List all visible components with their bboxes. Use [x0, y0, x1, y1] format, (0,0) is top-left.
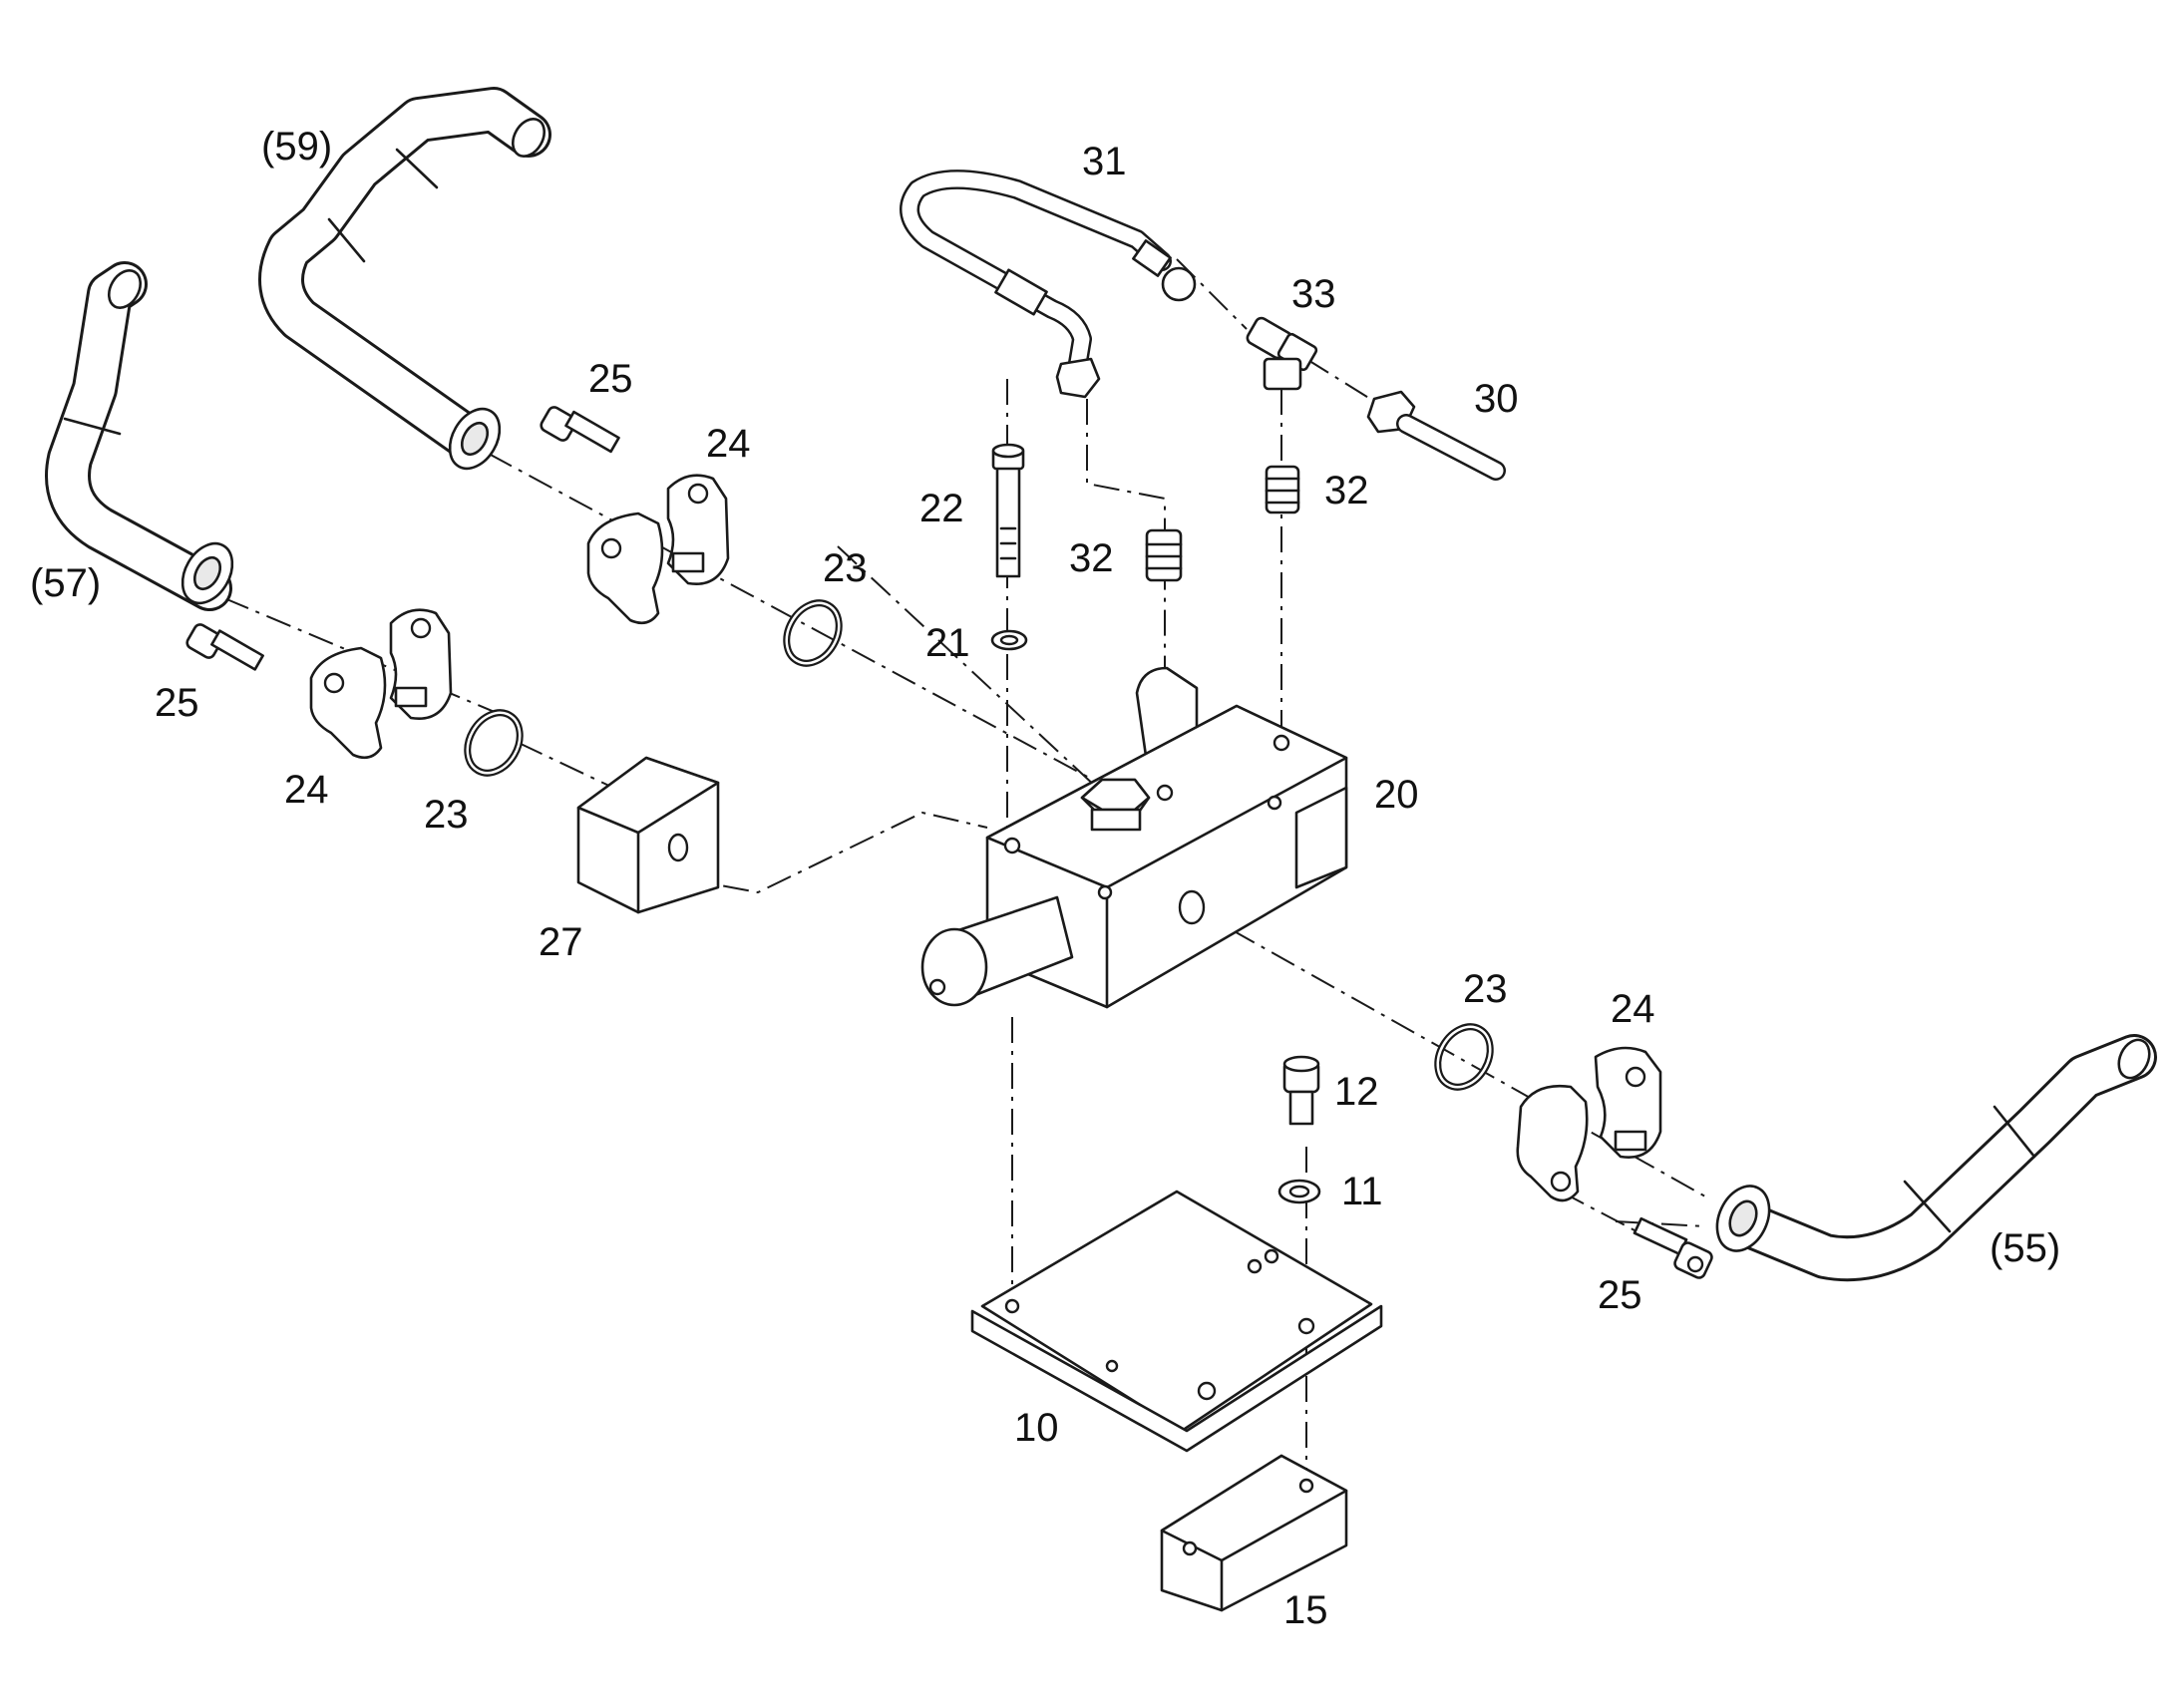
label-item-33: 33 — [1291, 272, 1336, 316]
label-item-32-top: 32 — [1324, 469, 1369, 512]
callout-labels: (59) (57) (55) 31 33 30 32 32 25 25 25 2… — [30, 125, 2060, 1632]
label-item-24-right: 24 — [1611, 987, 1655, 1031]
label-item-22: 22 — [919, 487, 964, 530]
label-item-23-left: 23 — [424, 793, 469, 837]
label-item-25-right: 25 — [1598, 1273, 1642, 1317]
bolt-25-top — [540, 406, 620, 454]
block-27 — [576, 756, 720, 914]
label-hose-59: (59) — [261, 125, 332, 169]
tube-30 — [1366, 390, 1506, 481]
label-item-27: 27 — [539, 920, 583, 964]
label-item-25-top: 25 — [588, 357, 633, 401]
clamp-24-left — [309, 608, 453, 760]
hose-55 — [1715, 1034, 2157, 1282]
fitting-32-mid — [1145, 528, 1183, 582]
clamp-24-right — [1516, 1046, 1662, 1202]
label-item-20: 20 — [1374, 773, 1419, 817]
o-ring-23-top — [783, 599, 843, 667]
label-item-21: 21 — [925, 621, 970, 665]
label-item-15: 15 — [1283, 1588, 1328, 1632]
plate-10 — [970, 1190, 1383, 1453]
tee-fitting-33 — [1246, 316, 1318, 391]
block-15 — [1160, 1454, 1348, 1612]
hose-31 — [900, 170, 1197, 399]
label-hose-57: (57) — [30, 561, 101, 605]
valve-body-20 — [920, 666, 1348, 1009]
hose-57 — [45, 261, 234, 611]
label-item-30: 30 — [1474, 377, 1519, 421]
washer-11 — [1277, 1179, 1321, 1204]
label-item-12: 12 — [1334, 1070, 1379, 1114]
label-hose-55: (55) — [1990, 1226, 2060, 1270]
bolt-25-left — [185, 623, 264, 671]
label-item-23-top: 23 — [823, 546, 868, 590]
o-ring-23-left — [464, 709, 524, 777]
hose-59 — [258, 87, 551, 471]
bolt-25-right — [1633, 1216, 1713, 1279]
fitting-32-top — [1265, 465, 1300, 514]
label-item-10: 10 — [1014, 1406, 1059, 1450]
bolt-22 — [991, 443, 1025, 578]
label-item-31: 31 — [1082, 140, 1127, 183]
washer-21 — [990, 629, 1028, 651]
label-item-25-left: 25 — [155, 681, 199, 725]
label-item-24-top: 24 — [706, 422, 751, 466]
label-item-11: 11 — [1341, 1170, 1383, 1213]
label-item-32-mid: 32 — [1069, 536, 1114, 580]
label-item-23-right: 23 — [1463, 967, 1508, 1011]
clamp-24-top — [586, 474, 730, 625]
label-item-24-left: 24 — [284, 768, 329, 812]
o-ring-23-right — [1434, 1023, 1494, 1091]
bolt-12 — [1282, 1055, 1320, 1126]
